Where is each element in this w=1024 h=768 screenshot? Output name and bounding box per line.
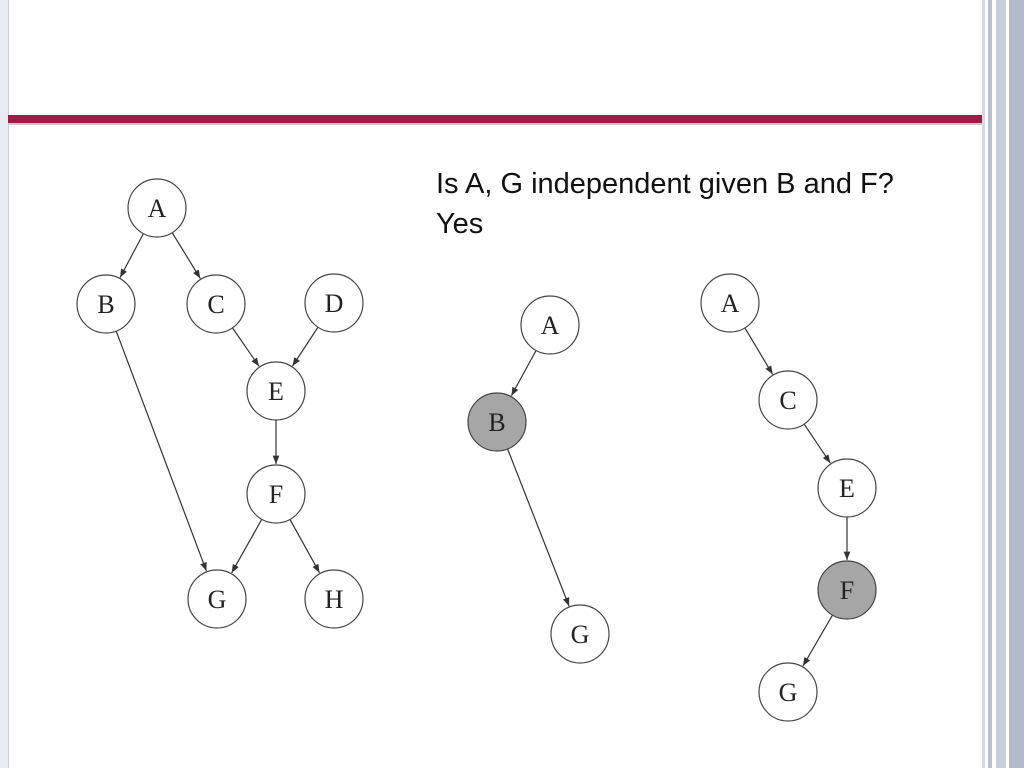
path-via-f-graph: A C E F G bbox=[700, 273, 877, 722]
edge-a-b bbox=[510, 350, 537, 396]
node-e: E bbox=[817, 458, 877, 518]
answer-line: Yes bbox=[436, 208, 484, 240]
node-label: A bbox=[721, 289, 740, 318]
node-label: A bbox=[541, 311, 560, 340]
observed-node-circle bbox=[467, 392, 527, 452]
node-b: B bbox=[76, 274, 136, 334]
node-circle bbox=[817, 458, 877, 518]
node-circle bbox=[187, 569, 247, 629]
node-h: H bbox=[304, 569, 364, 629]
path-via-b-graph: A B G bbox=[467, 295, 610, 664]
node-label: B bbox=[488, 408, 505, 437]
node-c: C bbox=[758, 370, 818, 430]
node-label: E bbox=[268, 377, 284, 406]
edge-f-g bbox=[802, 614, 834, 667]
question-line: Is A, G independent given B and F? bbox=[436, 168, 894, 200]
node-circle bbox=[304, 273, 364, 333]
edge-d-e bbox=[291, 326, 319, 367]
node-e: E bbox=[246, 361, 306, 421]
node-label: F bbox=[840, 576, 854, 605]
header-rule bbox=[8, 115, 982, 123]
edge-f-g bbox=[231, 519, 263, 574]
observed-node-circle bbox=[817, 560, 877, 620]
header-rule-shadow bbox=[8, 123, 982, 125]
node-label: C bbox=[779, 386, 796, 415]
edge-b-g bbox=[507, 448, 570, 607]
right-frame bbox=[982, 0, 1024, 768]
edge-c-e bbox=[803, 423, 831, 464]
edge-a-c bbox=[744, 327, 774, 375]
node-circle bbox=[304, 569, 364, 629]
node-f: F bbox=[246, 464, 306, 524]
node-label: B bbox=[97, 290, 114, 319]
node-circle bbox=[186, 274, 246, 334]
node-c: C bbox=[186, 274, 246, 334]
node-circle bbox=[700, 273, 760, 333]
node-label: E bbox=[839, 474, 855, 503]
node-circle bbox=[127, 178, 187, 238]
node-b: B bbox=[467, 392, 527, 452]
node-f: F bbox=[817, 560, 877, 620]
node-circle bbox=[550, 604, 610, 664]
node-circle bbox=[520, 295, 580, 355]
left-edge-bar bbox=[0, 0, 9, 768]
node-label: C bbox=[207, 290, 224, 319]
edge-a-c bbox=[171, 232, 201, 279]
node-label: G bbox=[779, 678, 798, 707]
node-circle bbox=[246, 464, 306, 524]
node-circle bbox=[76, 274, 136, 334]
node-g: G bbox=[187, 569, 247, 629]
node-circle bbox=[758, 370, 818, 430]
edge-f-h bbox=[289, 519, 321, 573]
node-a: A bbox=[700, 273, 760, 333]
node-circle bbox=[246, 361, 306, 421]
question-text: Is A, G independent given B and F? Yes bbox=[436, 164, 894, 244]
node-g: G bbox=[550, 604, 610, 664]
node-a: A bbox=[520, 295, 580, 355]
full-network-graph: A B C D E F G H bbox=[76, 178, 364, 629]
node-label: F bbox=[269, 480, 283, 509]
node-a: A bbox=[127, 178, 187, 238]
edge-c-e bbox=[232, 327, 260, 367]
node-label: A bbox=[148, 194, 167, 223]
edge-b-g bbox=[115, 330, 207, 572]
edge-a-b bbox=[119, 233, 144, 278]
node-d: D bbox=[304, 273, 364, 333]
node-circle bbox=[758, 662, 818, 722]
node-g: G bbox=[758, 662, 818, 722]
node-label: H bbox=[325, 585, 344, 614]
node-label: D bbox=[325, 289, 344, 318]
node-label: G bbox=[208, 585, 227, 614]
node-label: G bbox=[571, 620, 590, 649]
